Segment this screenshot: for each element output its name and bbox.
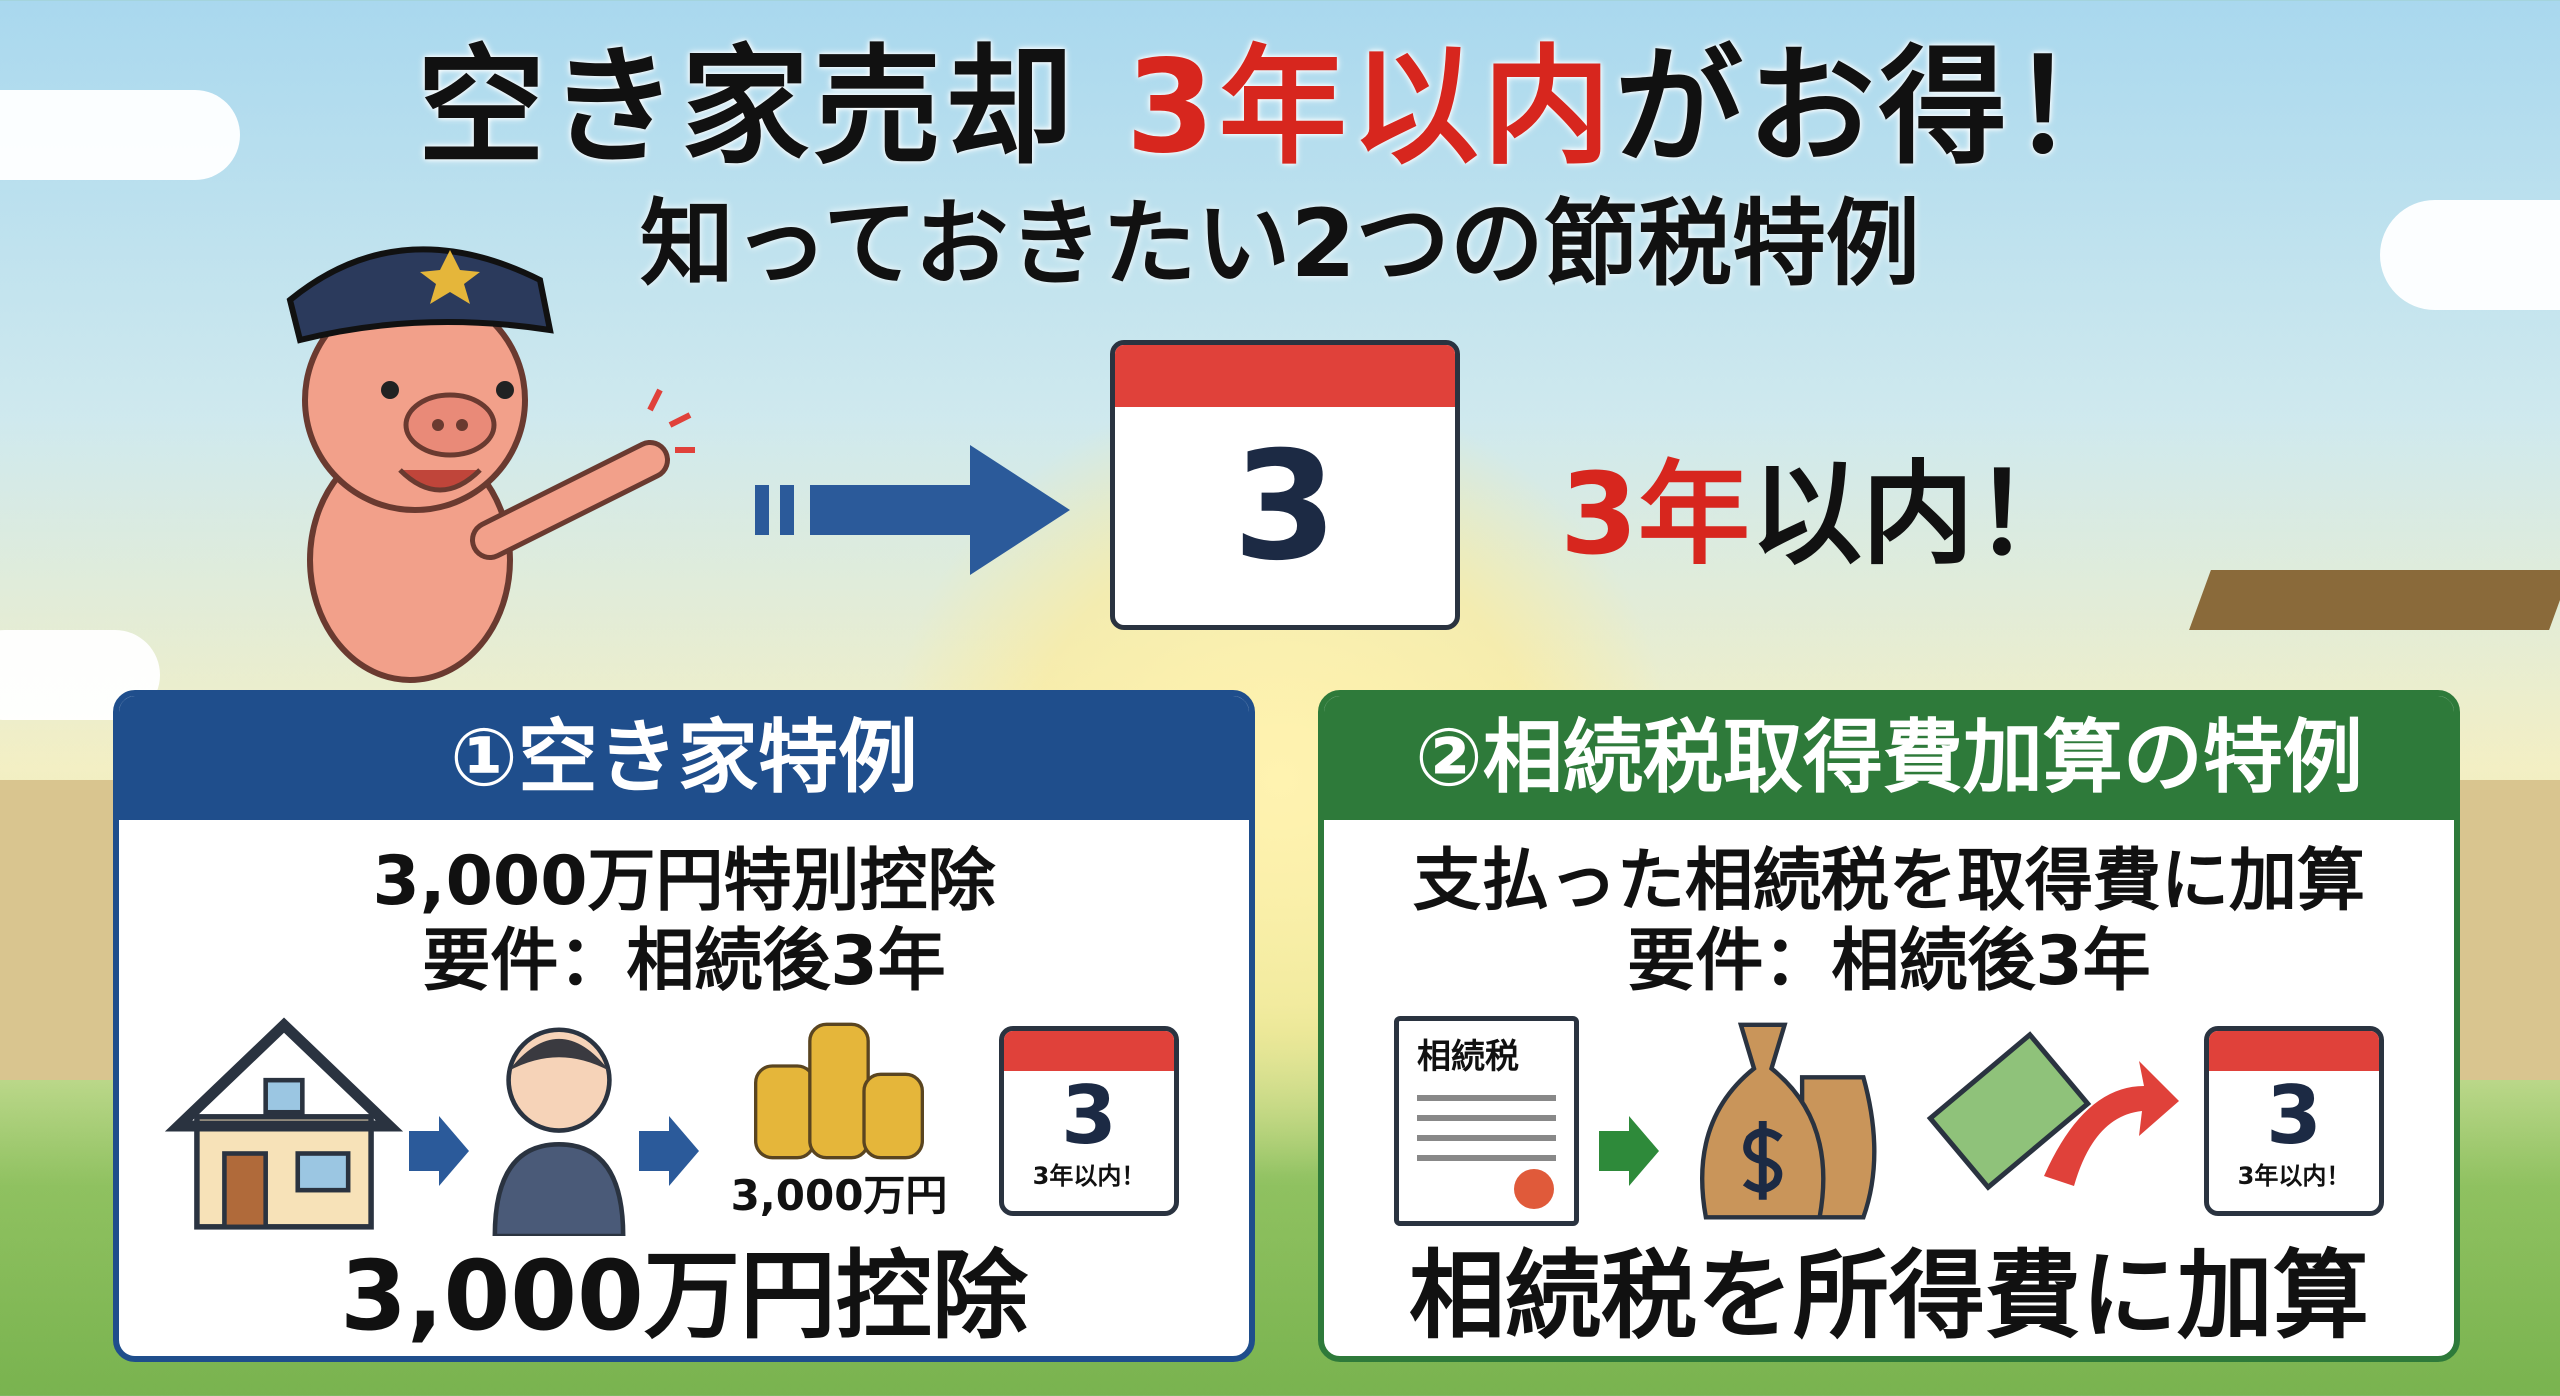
- house-icon: [164, 1017, 404, 1230]
- panel1-line2: 要件：相続後3年: [422, 922, 946, 1001]
- panel1-calendar-label: 3年以内！: [1032, 1161, 1146, 1190]
- building-left: [0, 780, 120, 1080]
- panel2-calendar-label: 3年以内！: [2237, 1161, 2351, 1190]
- panel2-calendar-number: 3: [2266, 1068, 2322, 1162]
- hero-label: 3年以内！: [1560, 450, 2086, 580]
- coins-label: 3,000万円: [730, 1171, 948, 1220]
- cloud: [0, 90, 240, 180]
- ribbon-banner: [2189, 570, 2560, 630]
- hero-label-highlight: 3年: [1560, 450, 1750, 580]
- hero-label-rest: 以内！: [1749, 450, 2086, 580]
- hero-calendar-number: 3: [1232, 419, 1338, 594]
- arrow-right-icon: [1599, 1116, 1659, 1186]
- title-highlight: 3年以内: [1125, 33, 1615, 182]
- cloud: [2380, 200, 2560, 310]
- banknote-arrow-icon: [1926, 1031, 2179, 1191]
- arrow-right-icon: [755, 445, 1070, 575]
- panel1-calendar-number: 3: [1061, 1068, 1117, 1162]
- document-label: 相続税: [1417, 1037, 1519, 1077]
- building-right: [2460, 780, 2560, 1080]
- panel2-calendar-icon: 3 3年以内！: [2204, 1026, 2384, 1216]
- title-part2: がお得！: [1614, 33, 2143, 182]
- main-title: 空き家売却 3年以内がお得！: [0, 35, 2560, 180]
- panel1-header: ①空き家特例: [119, 696, 1249, 820]
- panel2-header: ②相続税取得費加算の特例: [1324, 696, 2454, 820]
- panel-akiya-tokurei: ①空き家特例 3,000万円特別控除 要件：相続後3年 3,000万円 3 3年…: [113, 690, 1255, 1362]
- panel1-calendar-icon: 3 3年以内！: [999, 1026, 1179, 1216]
- coin-stacks-icon: [754, 1022, 925, 1160]
- panel2-footer: 相続税を所得費に加算: [1409, 1240, 2369, 1352]
- subtitle: 知っておきたい2つの節税特例: [640, 190, 1920, 299]
- panel-inheritance-tax-tokurei: ②相続税取得費加算の特例 支払った相続税を取得費に加算 要件：相続後3年 相続税…: [1318, 690, 2460, 1362]
- panel1-footer: 3,000万円控除: [340, 1240, 1028, 1352]
- hero-calendar-icon: 3: [1110, 340, 1460, 630]
- pig-police-mascot-icon: [286, 246, 695, 683]
- arrow-right-icon: [409, 1116, 469, 1186]
- money-bags-icon: [1700, 1022, 1877, 1220]
- panel2-line2: 要件：相続後3年: [1627, 922, 2151, 1001]
- person-icon: [492, 1027, 626, 1236]
- panel1-line1: 3,000万円特別控除: [372, 842, 996, 921]
- title-part1: 空き家売却: [417, 33, 1126, 182]
- arrow-right-icon: [639, 1116, 699, 1186]
- tax-document-icon: 相続税: [1394, 1016, 1579, 1226]
- panel2-line1: 支払った相続税を取得費に加算: [1412, 842, 2365, 921]
